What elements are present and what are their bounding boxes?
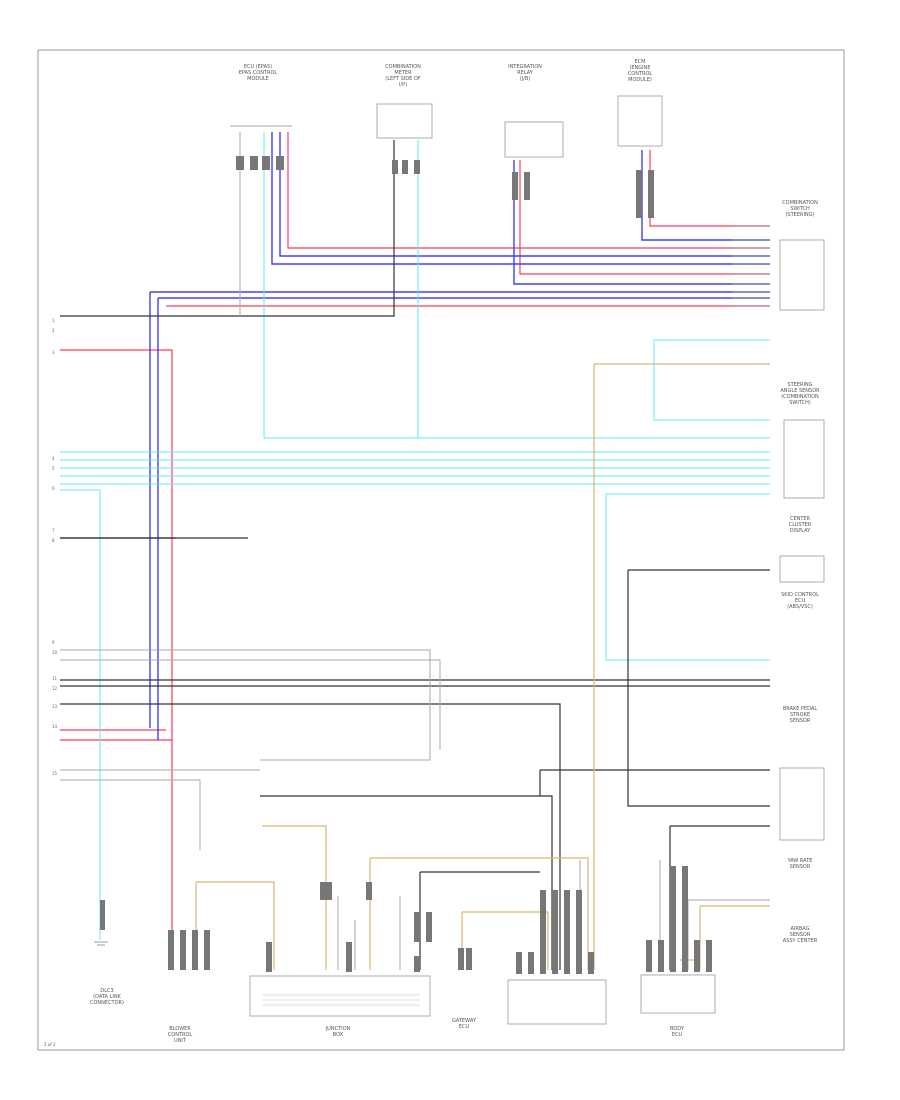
left-pin-3: 3 <box>52 350 55 355</box>
page-number: 2 of 2 <box>44 1042 56 1047</box>
left-pin-4: 4 <box>52 456 55 461</box>
left-pin-12: 12 <box>52 686 58 691</box>
left-pin-15: 15 <box>52 771 58 776</box>
left-pin-labels: 1 2 3 4 5 6 7 8 9 10 11 12 13 14 15 <box>52 318 58 776</box>
left-pin-8: 8 <box>52 538 55 543</box>
left-pin-9: 9 <box>52 640 55 645</box>
body-ecu-box <box>640 974 716 1014</box>
left-pin-11: 11 <box>52 676 58 681</box>
center-display-box <box>779 555 825 583</box>
left-pin-10: 10 <box>52 650 58 655</box>
left-pin-14: 14 <box>52 724 58 729</box>
combination-switch-box <box>779 239 825 311</box>
right-connector-ticks <box>732 225 770 307</box>
left-pin-1: 1 <box>52 318 55 323</box>
left-pin-6: 6 <box>52 486 55 491</box>
bottom-component-boxes <box>249 974 716 1025</box>
left-pin-7: 7 <box>52 528 55 533</box>
right-component-boxes <box>779 239 825 841</box>
gray-wires <box>60 132 770 970</box>
wires <box>60 132 770 970</box>
tan-wires <box>195 363 770 970</box>
left-pin-13: 13 <box>52 704 58 709</box>
combination-meter-box <box>376 103 433 139</box>
left-pin-2: 2 <box>52 328 55 333</box>
junction-box <box>249 975 431 1017</box>
gateway-ecu-box <box>507 979 607 1025</box>
top-component-boxes <box>230 95 663 158</box>
left-pin-5: 5 <box>52 466 55 471</box>
red-wires <box>60 132 770 970</box>
ecm-box <box>617 95 663 147</box>
skid-control-box <box>779 767 825 841</box>
diagram-frame <box>37 49 845 1051</box>
connector-pins <box>100 156 712 974</box>
blue-wires <box>149 132 770 740</box>
ground-symbol <box>94 941 108 946</box>
cyan-wires <box>60 132 770 940</box>
integration-relay-box <box>504 121 564 158</box>
steering-angle-box <box>783 419 825 499</box>
